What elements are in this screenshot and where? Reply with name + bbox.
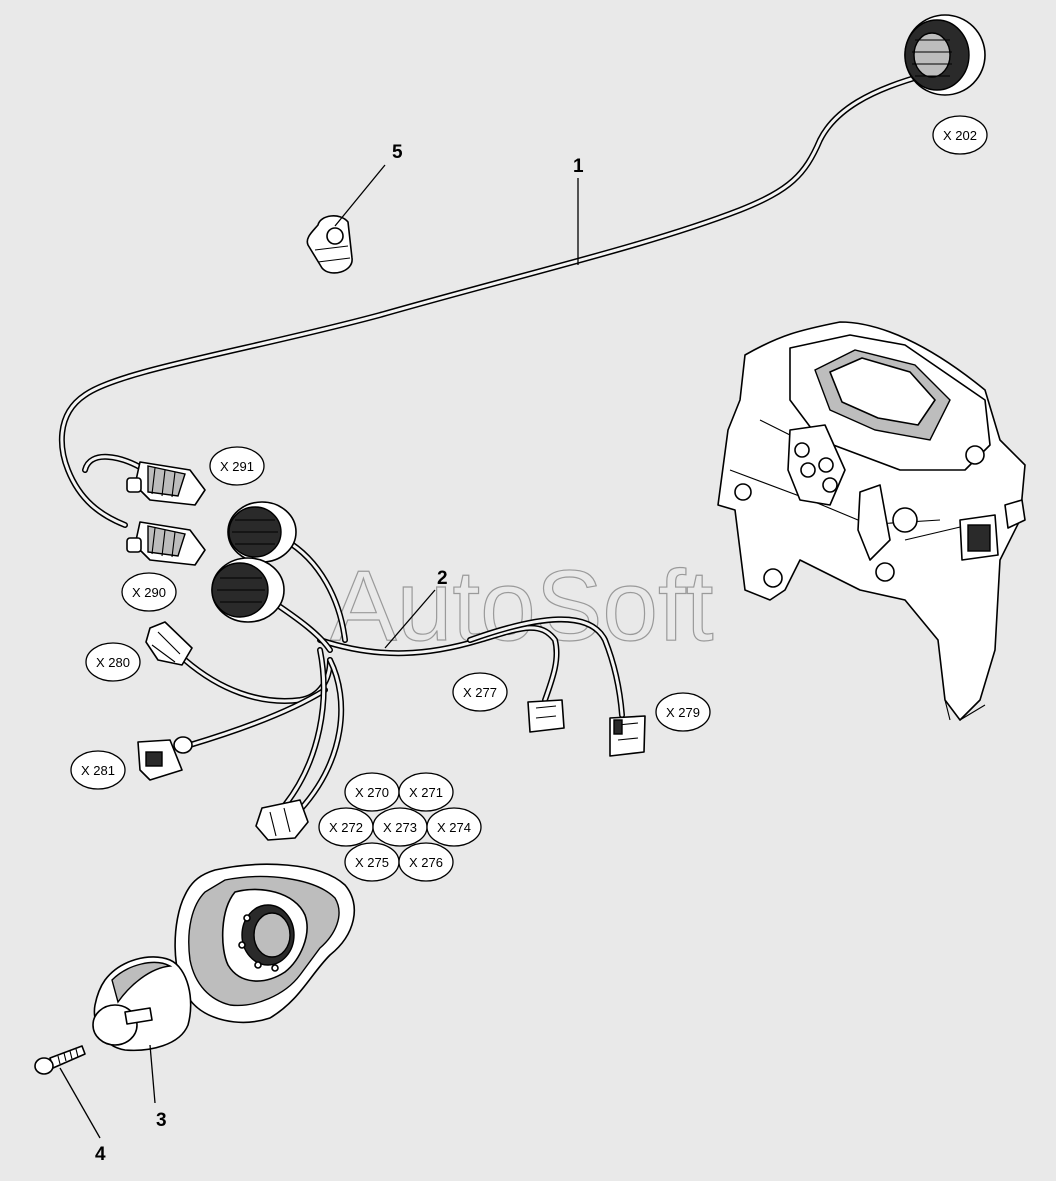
svg-text:X 272: X 272 <box>329 820 363 835</box>
tag-x280: X 280 <box>85 642 141 682</box>
tag-x276: X 276 <box>398 842 454 882</box>
connector-clip-x270-x276 <box>255 799 309 841</box>
svg-text:X 275: X 275 <box>355 855 389 870</box>
connector-x280 <box>145 621 193 666</box>
callout-3: 3 <box>156 1110 167 1131</box>
tag-x272: X 272 <box>318 807 374 847</box>
tag-x270: X 270 <box>344 772 400 812</box>
connector-tags: X 202 X 291 X 290 X 280 X 281 X 277 X 27… <box>70 115 988 882</box>
svg-text:X 290: X 290 <box>132 585 166 600</box>
svg-text:X 281: X 281 <box>81 763 115 778</box>
clip-5 <box>306 215 353 274</box>
svg-text:X 271: X 271 <box>409 785 443 800</box>
svg-text:X 202: X 202 <box>943 128 977 143</box>
tag-x281: X 281 <box>70 750 126 790</box>
connector-x290 <box>126 521 206 566</box>
watermark: AutoSoft <box>330 550 714 662</box>
tag-x271: X 271 <box>398 772 454 812</box>
svg-text:X 280: X 280 <box>96 655 130 670</box>
tag-x273: X 273 <box>372 807 428 847</box>
callout-2: 2 <box>437 568 448 589</box>
steering-column-bracket <box>717 321 1026 721</box>
leader-lines <box>59 164 579 1139</box>
tag-x290: X 290 <box>121 572 177 612</box>
svg-text:X 277: X 277 <box>463 685 497 700</box>
switch-cover <box>174 863 356 1024</box>
svg-text:X 270: X 270 <box>355 785 389 800</box>
harness-1 <box>58 72 928 528</box>
callout-1: 1 <box>573 156 584 177</box>
connector-x291 <box>126 461 206 506</box>
tag-x279: X 279 <box>655 692 711 732</box>
svg-text:X 274: X 274 <box>437 820 471 835</box>
callout-5: 5 <box>392 142 403 163</box>
callout-4: 4 <box>95 1144 106 1165</box>
tag-x275: X 275 <box>344 842 400 882</box>
svg-text:X 276: X 276 <box>409 855 443 870</box>
tag-x291: X 291 <box>209 446 265 486</box>
tag-x277: X 277 <box>452 672 508 712</box>
connector-x277 <box>527 699 565 733</box>
round-socket-lower <box>211 557 285 623</box>
svg-text:X 273: X 273 <box>383 820 417 835</box>
svg-text:X 291: X 291 <box>220 459 254 474</box>
callout-numbers: 1 2 3 4 5 <box>95 142 584 1165</box>
connector-x202 <box>904 14 986 96</box>
knob-3 <box>92 956 192 1052</box>
screw-4 <box>34 1045 86 1075</box>
round-socket-upper <box>227 501 297 563</box>
harness-2 <box>82 453 625 813</box>
tag-x274: X 274 <box>426 807 482 847</box>
svg-text:X 279: X 279 <box>666 705 700 720</box>
connector-x279 <box>609 715 646 757</box>
tag-x202: X 202 <box>932 115 988 155</box>
connector-x281 <box>137 736 193 781</box>
